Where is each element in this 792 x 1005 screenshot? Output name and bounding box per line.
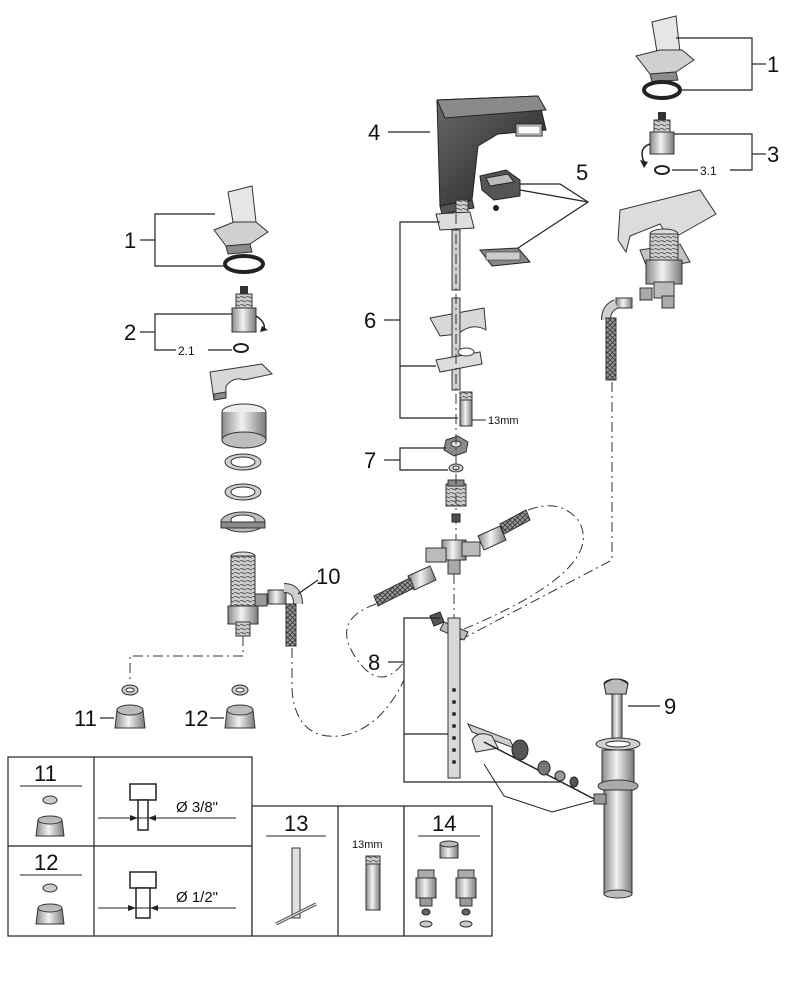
right-cartridge	[640, 112, 675, 168]
left-cartridge	[231, 286, 268, 333]
dashdot-hose10	[291, 648, 405, 737]
left-valve-assembly	[209, 185, 274, 637]
callout-1-left: 1	[124, 213, 226, 267]
right-supply-hose	[477, 509, 531, 551]
callout-1-right: 1	[676, 37, 779, 91]
callout-3-right: 3 3.1	[672, 133, 779, 178]
callout-1-right-label: 1	[767, 52, 779, 77]
legend-14-fitting-left	[415, 869, 437, 928]
part-11-nut-washer: 11	[74, 684, 146, 731]
left-bracket	[209, 363, 274, 401]
legend-12-label: 12	[34, 850, 58, 875]
left-valve-body	[227, 551, 268, 637]
legend-box-13: 13 13mm	[251, 805, 405, 937]
callout-12-label: 12	[184, 706, 208, 731]
callout-3-right-label: 3	[767, 142, 779, 167]
callout-3-1-right-label: 3.1	[700, 164, 717, 178]
legend-11-label: 11	[34, 761, 57, 786]
left-supply-hose	[373, 565, 437, 607]
part-7-nut-set: 7	[364, 435, 469, 473]
callout-6-mm-label: 13mm	[488, 415, 519, 427]
left-handle	[213, 185, 269, 255]
left-o-ring	[223, 254, 265, 274]
callout-9-label: 9	[664, 694, 676, 719]
mounting-bar-holes	[452, 688, 456, 764]
right-valve-assembly	[601, 15, 717, 381]
callout-6-label: 6	[364, 308, 376, 333]
part-6-mounting: 13mm 6	[364, 199, 519, 427]
legend-12-diameter: Ø 1/2"	[176, 889, 218, 906]
right-o-ring	[642, 80, 682, 100]
callout-2-left-label: 2	[124, 320, 136, 345]
legend-box-14: 14	[403, 805, 493, 937]
callout-7-label: 7	[364, 448, 376, 473]
left-locknut	[220, 511, 266, 533]
dashdot-left-loop	[346, 603, 405, 678]
part-9-pop-up-drain: 9	[593, 678, 676, 899]
part-10-elbow-hose: 10	[267, 564, 340, 647]
spout-assembly: 4 5 13mm	[364, 95, 590, 607]
callout-4-label: 4	[368, 120, 380, 145]
tee-connector	[425, 539, 481, 575]
callout-11-label: 11	[74, 706, 97, 731]
dashdot-right-hose	[459, 382, 613, 641]
part-6-socket: 13mm	[459, 391, 519, 427]
part-12-nut-washer: 12	[184, 684, 256, 731]
dashdot-right-loop	[451, 505, 584, 635]
right-elbow-hose	[601, 297, 633, 381]
right-handle	[635, 15, 695, 83]
callout-10-label: 10	[316, 564, 340, 589]
callout-2-left: 2 2.1	[124, 313, 232, 358]
callout-5-label: 5	[576, 160, 588, 185]
callout-1-left-label: 1	[124, 228, 136, 253]
right-valve-body	[639, 228, 683, 309]
legend-13-label: 13	[284, 811, 308, 836]
left-connection-line	[129, 636, 244, 680]
legend-14-label: 14	[432, 811, 456, 836]
legend-13-mm-label: 13mm	[352, 839, 383, 851]
callout-2-1-left-label: 2.1	[178, 344, 195, 358]
pipe-diagram-3-8: Ø 3/8"	[98, 783, 236, 831]
part-8-mounting-bar: 8	[368, 611, 597, 813]
pipe-diagram-1-2: Ø 1/2"	[98, 871, 236, 919]
left-small-ring	[233, 343, 249, 353]
right-small-ring	[654, 165, 670, 175]
part-5-aerator: 5	[479, 160, 590, 267]
legend-table-11-12: 11 12 Ø 3/8" Ø 1/2"	[7, 756, 253, 937]
callout-8-label: 8	[368, 650, 380, 675]
legend-14-fitting-right	[455, 869, 477, 928]
left-sleeve	[221, 403, 267, 449]
legend-11-diameter: Ø 3/8"	[176, 799, 218, 816]
